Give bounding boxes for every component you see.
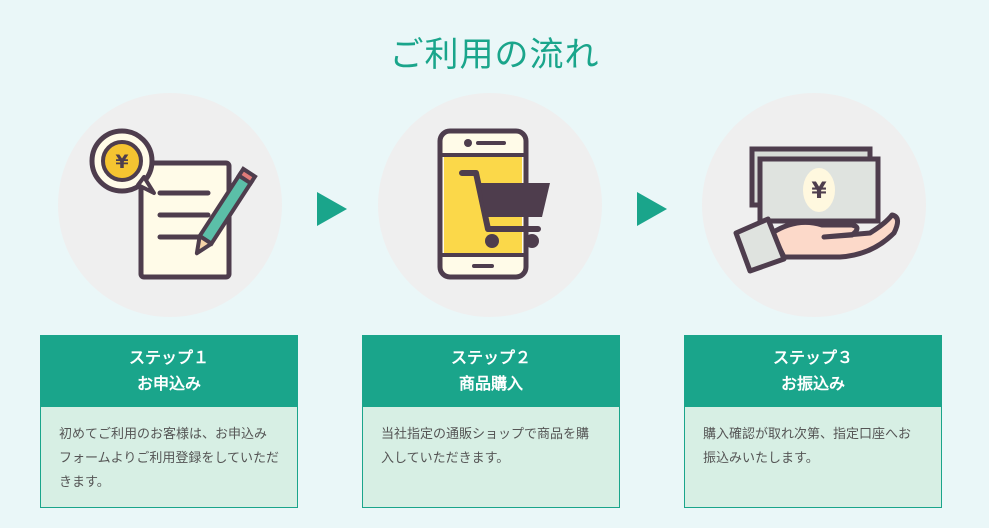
hand-money-icon: ¥: [733, 146, 900, 274]
step2-illustration: [378, 93, 602, 317]
step-card-header: ステップ１ お申込み: [41, 336, 297, 407]
next-arrow-icon: [637, 192, 667, 226]
step-label: ステップ３: [772, 348, 853, 367]
step3-illustration: ¥: [702, 93, 926, 317]
step-label: ステップ２: [450, 348, 531, 367]
step-card-header: ステップ２ 商品購入: [363, 336, 619, 407]
next-arrow-icon: [317, 192, 347, 226]
application-form-icon: ¥: [89, 128, 258, 280]
step-description: 当社指定の通販ショップで商品を購入していただきます。: [381, 427, 590, 466]
smartphone-cart-icon: [437, 128, 550, 280]
step-card-header: ステップ３ お振込み: [685, 336, 941, 407]
step1-illustration: ¥: [58, 93, 282, 317]
step-description: 初めてご利用のお客様は、お申込みフォームよりご利用登録をしていただきます。: [59, 427, 279, 490]
step-label: ステップ１: [128, 348, 209, 367]
svg-text:¥: ¥: [115, 151, 128, 173]
step-card-1: ステップ１ お申込み 初めてご利用のお客様は、お申込みフォームよりご利用登録をし…: [40, 335, 298, 508]
step-card-3: ステップ３ お振込み 購入確認が取れ次第、指定口座へお振込みいたします。: [684, 335, 942, 508]
page-title: ご利用の流れ: [389, 35, 600, 75]
step-name: お申込み: [136, 374, 201, 393]
step-description: 購入確認が取れ次第、指定口座へお振込みいたします。: [703, 427, 912, 466]
step-card-2: ステップ２ 商品購入 当社指定の通販ショップで商品を購入していただきます。: [362, 335, 620, 508]
svg-text:¥: ¥: [811, 179, 827, 204]
step-name: 商品購入: [458, 374, 523, 393]
step-name: お振込み: [780, 374, 845, 393]
